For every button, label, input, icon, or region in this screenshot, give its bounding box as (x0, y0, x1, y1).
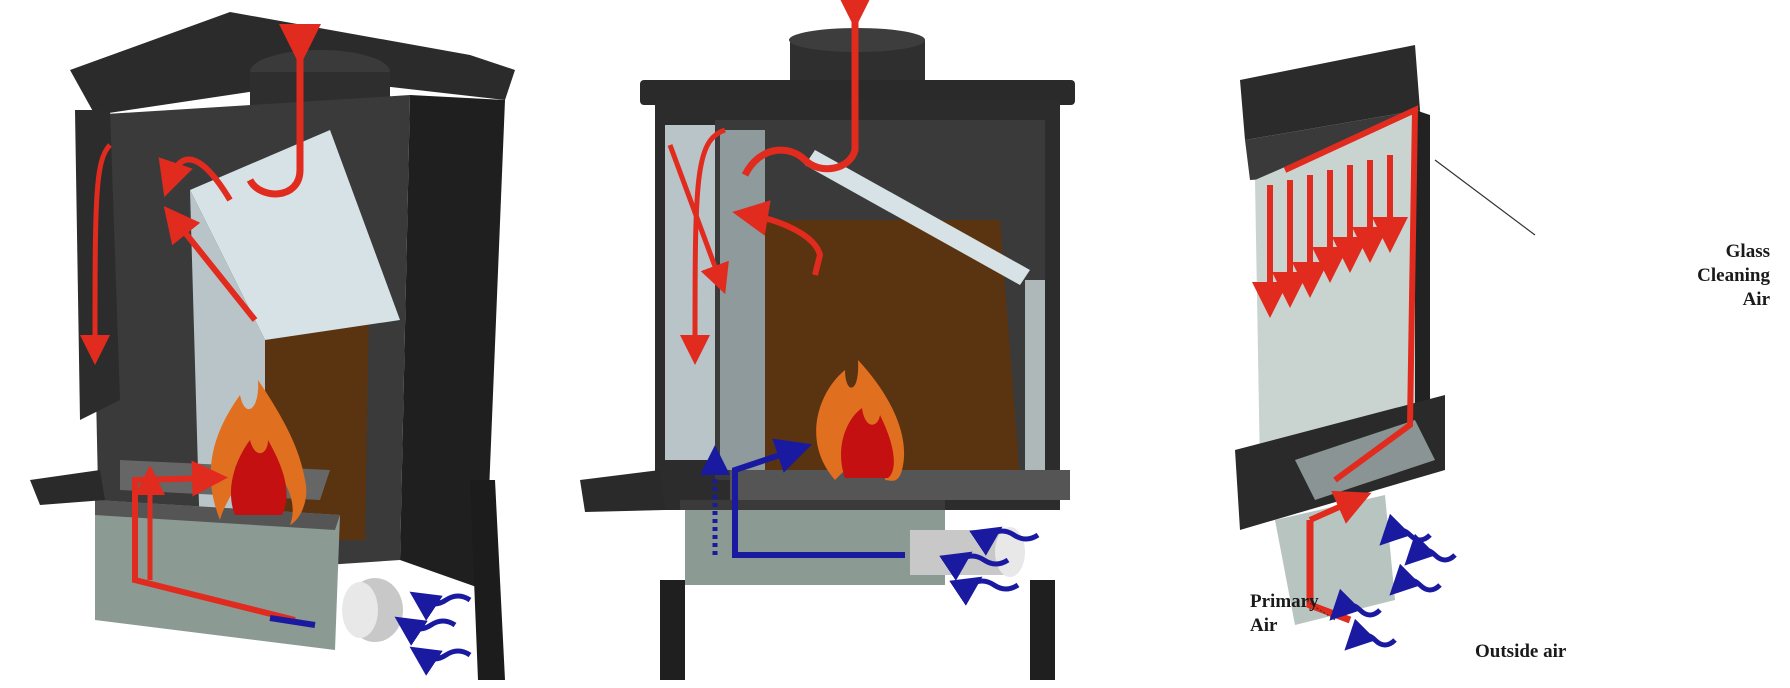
primary-air-label: Primary Air (1250, 590, 1360, 638)
stove-leg (660, 580, 685, 680)
flame-icon (210, 380, 307, 525)
primary-air-line2: Air (1250, 615, 1278, 636)
hot-air-flow (741, 0, 876, 177)
glass-cleaning-line2: Cleaning (1697, 265, 1770, 286)
ash-drawer (95, 500, 340, 650)
primary-air-line1: Primary (1250, 591, 1319, 612)
glass-cleaning-leader (1434, 159, 1536, 236)
cold-air-wave (969, 526, 1040, 556)
primary-air-flow (132, 460, 296, 623)
cold-air-wave (409, 591, 472, 621)
hot-air-flow (246, 24, 321, 198)
primary-air-flow (732, 438, 905, 558)
glass-cleaning-line3: Air (1742, 289, 1770, 310)
ash-drawer (685, 505, 945, 585)
door-glass (1255, 110, 1415, 470)
stove-cross-section (580, 0, 1160, 688)
top-housing (1240, 45, 1420, 140)
outside-air-label: Outside air (1475, 641, 1567, 662)
baffle-plate (805, 150, 1030, 285)
stove-cutaway-perspective-drawing (30, 12, 515, 680)
glass-cleaning-air-label: Glass Cleaning Air (1660, 240, 1770, 312)
cold-air-wave (1379, 513, 1432, 546)
glass-air-wash-diagram: Glass Cleaning Air Primary Air Outside a… (1215, 0, 1790, 688)
stove-cross-section-drawing (580, 0, 1075, 680)
baffle-plate (190, 130, 400, 340)
glass-air-wash-drawing (1235, 45, 1536, 651)
door-glass (665, 125, 715, 460)
stove-leg (470, 480, 505, 680)
stove-cutaway-perspective (0, 0, 520, 688)
glass-cleaning-line1: Glass (1725, 241, 1770, 262)
stove-side-wall (400, 95, 505, 590)
